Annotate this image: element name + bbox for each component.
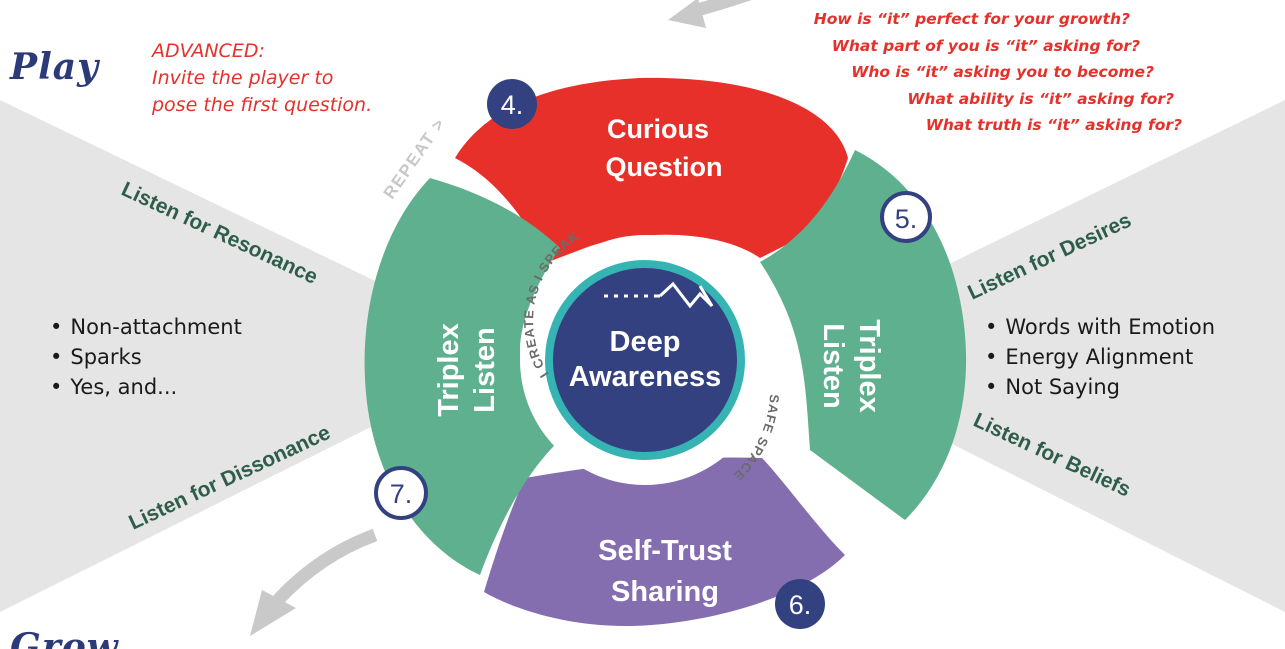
advanced-note-line1: ADVANCED: bbox=[152, 40, 265, 62]
badge-4-label: 4. bbox=[501, 90, 524, 120]
center-title-line2: Awareness bbox=[569, 361, 722, 393]
question-1: How is “it” perfect for your growth? bbox=[813, 10, 1130, 28]
right-segment-title-line2: Listen bbox=[817, 323, 849, 408]
badge-7: 7. bbox=[374, 466, 428, 520]
advanced-note-line2: Invite the player to bbox=[152, 67, 334, 89]
left-bullet-1: Non-attachment bbox=[50, 312, 241, 342]
curious-title-line2: Question bbox=[605, 152, 722, 182]
sharing-title-line1: Self-Trust bbox=[598, 535, 732, 567]
left-bullet-3: Yes, and... bbox=[50, 372, 242, 402]
curious-questions-list: How is “it” perfect for your growth? Wha… bbox=[814, 6, 1182, 139]
question-5: What truth is “it” asking for? bbox=[925, 116, 1182, 134]
badge-4: 4. bbox=[487, 79, 537, 129]
right-bullet-3: Not Saying bbox=[985, 372, 1215, 402]
badge-5: 5. bbox=[880, 191, 932, 243]
left-bullet-list: Non-attachment Sparks Yes, and... bbox=[50, 312, 242, 402]
badge-7-label: 7. bbox=[390, 479, 413, 509]
right-bullet-1: Words with Emotion bbox=[985, 312, 1215, 342]
question-3: Who is “it” asking you to become? bbox=[851, 63, 1154, 81]
badge-5-label: 5. bbox=[895, 204, 918, 234]
top-arrow-icon bbox=[668, 0, 752, 28]
question-2: What part of you is “it” asking for? bbox=[831, 36, 1140, 55]
segment-triplex-listen-right bbox=[760, 150, 967, 520]
badge-6-label: 6. bbox=[789, 590, 812, 620]
curious-title-line1: Curious bbox=[607, 114, 709, 144]
segment-self-trust-sharing bbox=[484, 457, 845, 627]
bottom-arrow-icon bbox=[250, 528, 378, 636]
segment-curious-question bbox=[455, 77, 848, 263]
left-segment-title-line1: Triplex bbox=[433, 323, 465, 417]
right-bullet-list: Words with Emotion Energy Alignment Not … bbox=[985, 312, 1215, 402]
advanced-note-line3: pose the first question. bbox=[152, 94, 373, 116]
center-title-line1: Deep bbox=[610, 326, 681, 358]
right-segment-title-line1: Triplex bbox=[853, 319, 885, 413]
play-label: Play bbox=[10, 46, 99, 88]
sharing-title-line2: Sharing bbox=[611, 576, 719, 608]
right-bullet-2: Energy Alignment bbox=[985, 342, 1215, 372]
left-segment-title-line2: Listen bbox=[469, 327, 501, 412]
grow-label: Grow bbox=[10, 626, 119, 649]
question-4: What ability is “it” asking for? bbox=[907, 89, 1174, 108]
badge-6: 6. bbox=[775, 579, 825, 629]
left-bullet-2: Sparks bbox=[50, 342, 242, 372]
deep-awareness-circle bbox=[545, 260, 745, 460]
advanced-note: ADVANCED: Invite the player to pose the … bbox=[152, 38, 372, 119]
